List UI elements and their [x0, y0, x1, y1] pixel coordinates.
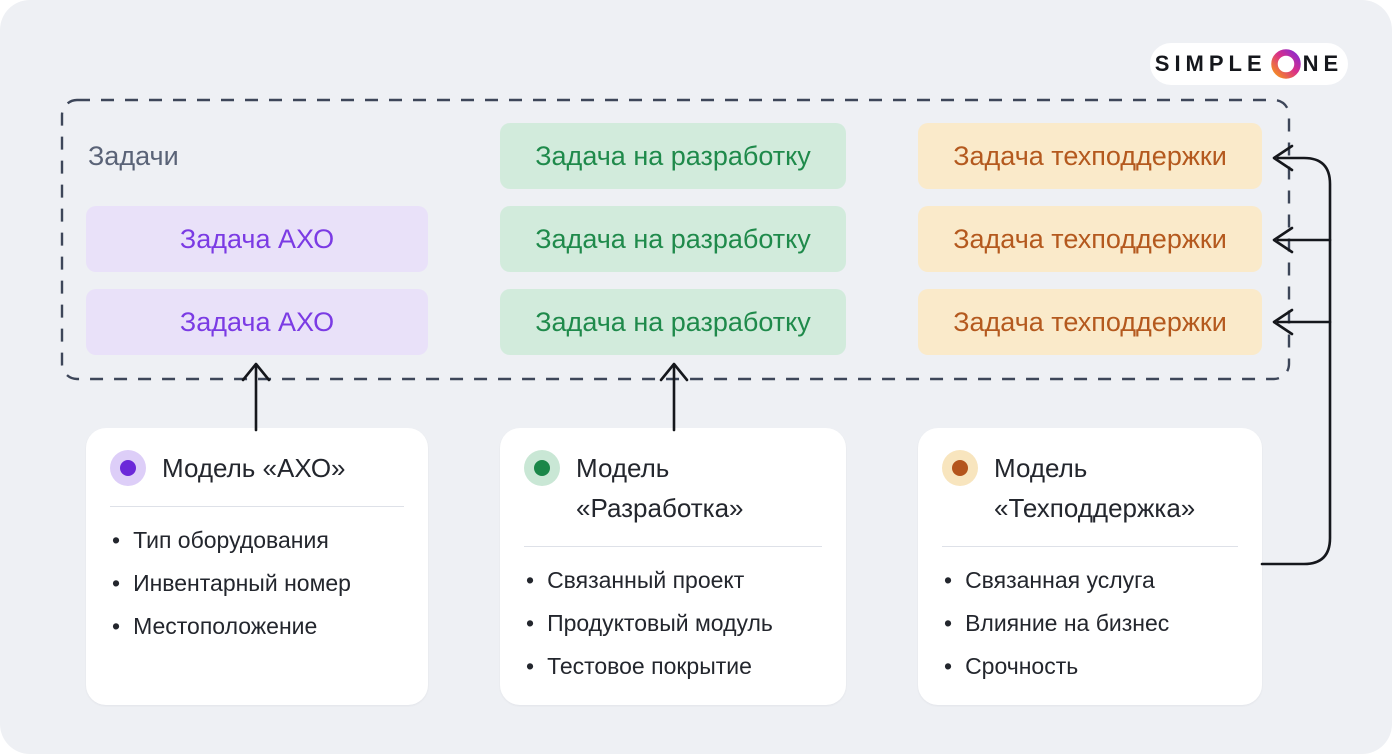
bullet-icon: • [526, 567, 535, 593]
chip-dev-task: Задача на разработку [500, 206, 846, 272]
bullet-icon: • [944, 610, 953, 636]
model-field-list: •Тип оборудования •Инвентарный номер •Ме… [86, 519, 428, 648]
logo-o-icon [1270, 49, 1301, 79]
list-item: •Продуктовый модуль [526, 602, 826, 645]
list-item: •Связанный проект [526, 559, 826, 602]
logo-text-ne: NE [1302, 51, 1344, 76]
bullet-icon: • [112, 613, 121, 639]
model-card-title: Модель «Техподдержка» [994, 453, 1196, 523]
chip-support-task: Задача техподдержки [918, 289, 1262, 355]
list-item: •Тестовое покрытие [526, 645, 826, 688]
model-field-list: •Связанная услуга •Влияние на бизнес •Ср… [918, 559, 1262, 688]
simpleone-logo: SIMPLE NE [1150, 43, 1348, 85]
bullet-icon: • [112, 527, 121, 553]
aho-dot-icon [110, 450, 146, 486]
dev-dot-icon [524, 450, 560, 486]
chip-support-task: Задача техподдержки [918, 206, 1262, 272]
list-item: •Связанная услуга [944, 559, 1242, 602]
chip-aho-task: Задача АХО [86, 289, 428, 355]
model-card-header: Модель «Разработка» [500, 428, 846, 528]
divider [110, 506, 404, 507]
bullet-icon: • [944, 653, 953, 679]
bullet-icon: • [112, 570, 121, 596]
model-field-list: •Связанный проект •Продуктовый модуль •Т… [500, 559, 846, 688]
list-item: •Инвентарный номер [112, 562, 408, 605]
model-card-title: Модель «Разработка» [576, 453, 744, 523]
bullet-icon: • [944, 567, 953, 593]
list-item: •Местоположение [112, 605, 408, 648]
model-card-aho: Модель «АХО» •Тип оборудования •Инвентар… [86, 428, 428, 705]
chip-dev-task: Задача на разработку [500, 289, 846, 355]
list-item: •Срочность [944, 645, 1242, 688]
divider [524, 546, 822, 547]
list-item: •Тип оборудования [112, 519, 408, 562]
chip-support-task: Задача техподдержки [918, 123, 1262, 189]
chip-dev-task: Задача на разработку [500, 123, 846, 189]
support-dot-icon [942, 450, 978, 486]
bullet-icon: • [526, 610, 535, 636]
divider [942, 546, 1238, 547]
model-card-title: Модель «АХО» [162, 453, 346, 483]
model-card-support: Модель «Техподдержка» •Связанная услуга … [918, 428, 1262, 705]
model-card-header: Модель «Техподдержка» [918, 428, 1262, 528]
model-card-header: Модель «АХО» [86, 428, 428, 488]
logo-text-simple: SIMPLE [1154, 51, 1267, 76]
chip-aho-task: Задача АХО [86, 206, 428, 272]
bullet-icon: • [526, 653, 535, 679]
list-item: •Влияние на бизнес [944, 602, 1242, 645]
model-card-dev: Модель «Разработка» •Связанный проект •П… [500, 428, 846, 705]
tasks-group-label: Задачи [88, 140, 179, 171]
